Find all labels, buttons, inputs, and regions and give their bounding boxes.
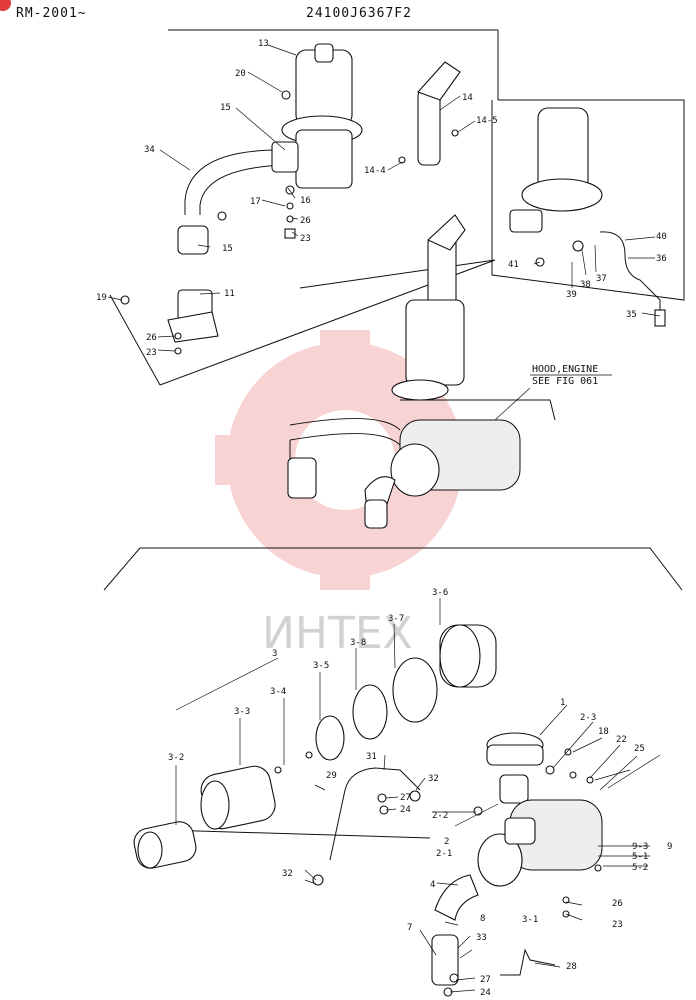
callout-9: 9 [667,842,672,852]
part-number: 24100J6367F2 [306,6,412,21]
callout-34: 34 [144,145,155,155]
callout-24a: 24 [400,805,411,815]
callout-15a: 15 [220,103,231,113]
callout-2-1: 2-1 [436,849,452,859]
part-13-air-cleaner [281,43,363,189]
lower-panel-frame [103,547,683,839]
callout-3-6: 3-6 [432,588,448,598]
leader-lines [107,44,661,993]
callout-23b: 23 [146,348,157,358]
callout-19: 19 [96,293,107,303]
callout-26b: 26 [146,333,157,343]
callout-9-3: 9-3 [632,842,648,852]
part-14-exhaust-pipe [417,61,461,166]
callout-14-4: 14-4 [364,166,386,176]
watermark-gear-icon [215,330,475,590]
callout-36: 36 [656,254,667,264]
callout-2: 2 [444,837,449,847]
callout-15b: 15 [222,244,233,254]
part-34-pipe [184,141,299,215]
callout-39: 39 [566,290,577,300]
callout-1: 1 [560,698,565,708]
part-1-cap [486,732,544,766]
callout-5-2: 5-2 [632,863,648,873]
callout-41: 41 [508,260,519,270]
callout-16: 16 [300,196,311,206]
callout-33: 33 [476,933,487,943]
callout-3-7: 3-7 [388,614,404,624]
callout-26a: 26 [300,216,311,226]
part-7-pipe [431,934,459,986]
callout-3-1: 3-1 [522,915,538,925]
part-15-lower-clamp [177,225,209,255]
hood-note-line1: HOOD,ENGINE [532,364,598,375]
callout-26c: 26 [612,899,623,909]
part-3-6-cap [439,624,497,688]
callout-27a: 27 [400,793,411,803]
part-3-8-ring [352,684,388,740]
callout-27b: 27 [480,975,491,985]
callout-29: 29 [326,771,337,781]
callout-17: 17 [250,197,261,207]
corner-marker-icon [0,0,11,11]
callout-31: 31 [366,752,377,762]
part-4-elbow [434,874,479,921]
inset-air-cleaner [509,107,666,327]
model-code: RM-2001~ [16,6,87,21]
callout-23c: 23 [612,920,623,930]
callout-23a: 23 [300,234,311,244]
watermark-text: ИНТЕХ [262,608,413,659]
callout-35: 35 [626,310,637,320]
callout-28: 28 [566,962,577,972]
callout-24b: 24 [480,988,491,998]
callout-2-3: 2-3 [580,713,596,723]
callout-13: 13 [258,39,269,49]
hood-note-leader [494,374,612,421]
callout-40: 40 [656,232,667,242]
callout-20: 20 [235,69,246,79]
callout-14: 14 [462,93,473,103]
callout-4: 4 [430,880,435,890]
part-3-3-filter-element [200,765,276,830]
callout-3-3: 3-3 [234,707,250,717]
callout-32b: 32 [282,869,293,879]
callout-14-5: 14-5 [476,116,498,126]
callout-3: 3 [272,649,277,659]
callout-37: 37 [596,274,607,284]
callout-8: 8 [480,914,485,924]
part-3-2-filter-element [133,821,197,869]
callout-5-1: 5-1 [632,852,648,862]
center-assembly [287,214,556,529]
callout-3-2: 3-2 [168,753,184,763]
callout-32a: 32 [428,774,439,784]
callout-3-8: 3-8 [350,638,366,648]
callout-11: 11 [224,289,235,299]
part-3-1-housing [477,799,603,887]
part-3-5-disc [315,715,345,761]
part-3-7-clamp [392,657,438,723]
callout-7: 7 [407,923,412,933]
part-2-tube [499,774,529,804]
callout-3-4: 3-4 [270,687,286,697]
hood-note-line2: SEE FIG 061 [532,376,598,387]
callout-2-2: 2-2 [432,811,448,821]
lower-fasteners [274,748,602,997]
part-28-bracket [500,948,556,976]
part-29-hose [312,767,421,886]
upper-panel-frame [109,29,685,386]
callout-22: 22 [616,735,627,745]
callout-38: 38 [580,280,591,290]
callout-3-5: 3-5 [313,661,329,671]
callout-25: 25 [634,744,645,754]
callout-18: 18 [598,727,609,737]
